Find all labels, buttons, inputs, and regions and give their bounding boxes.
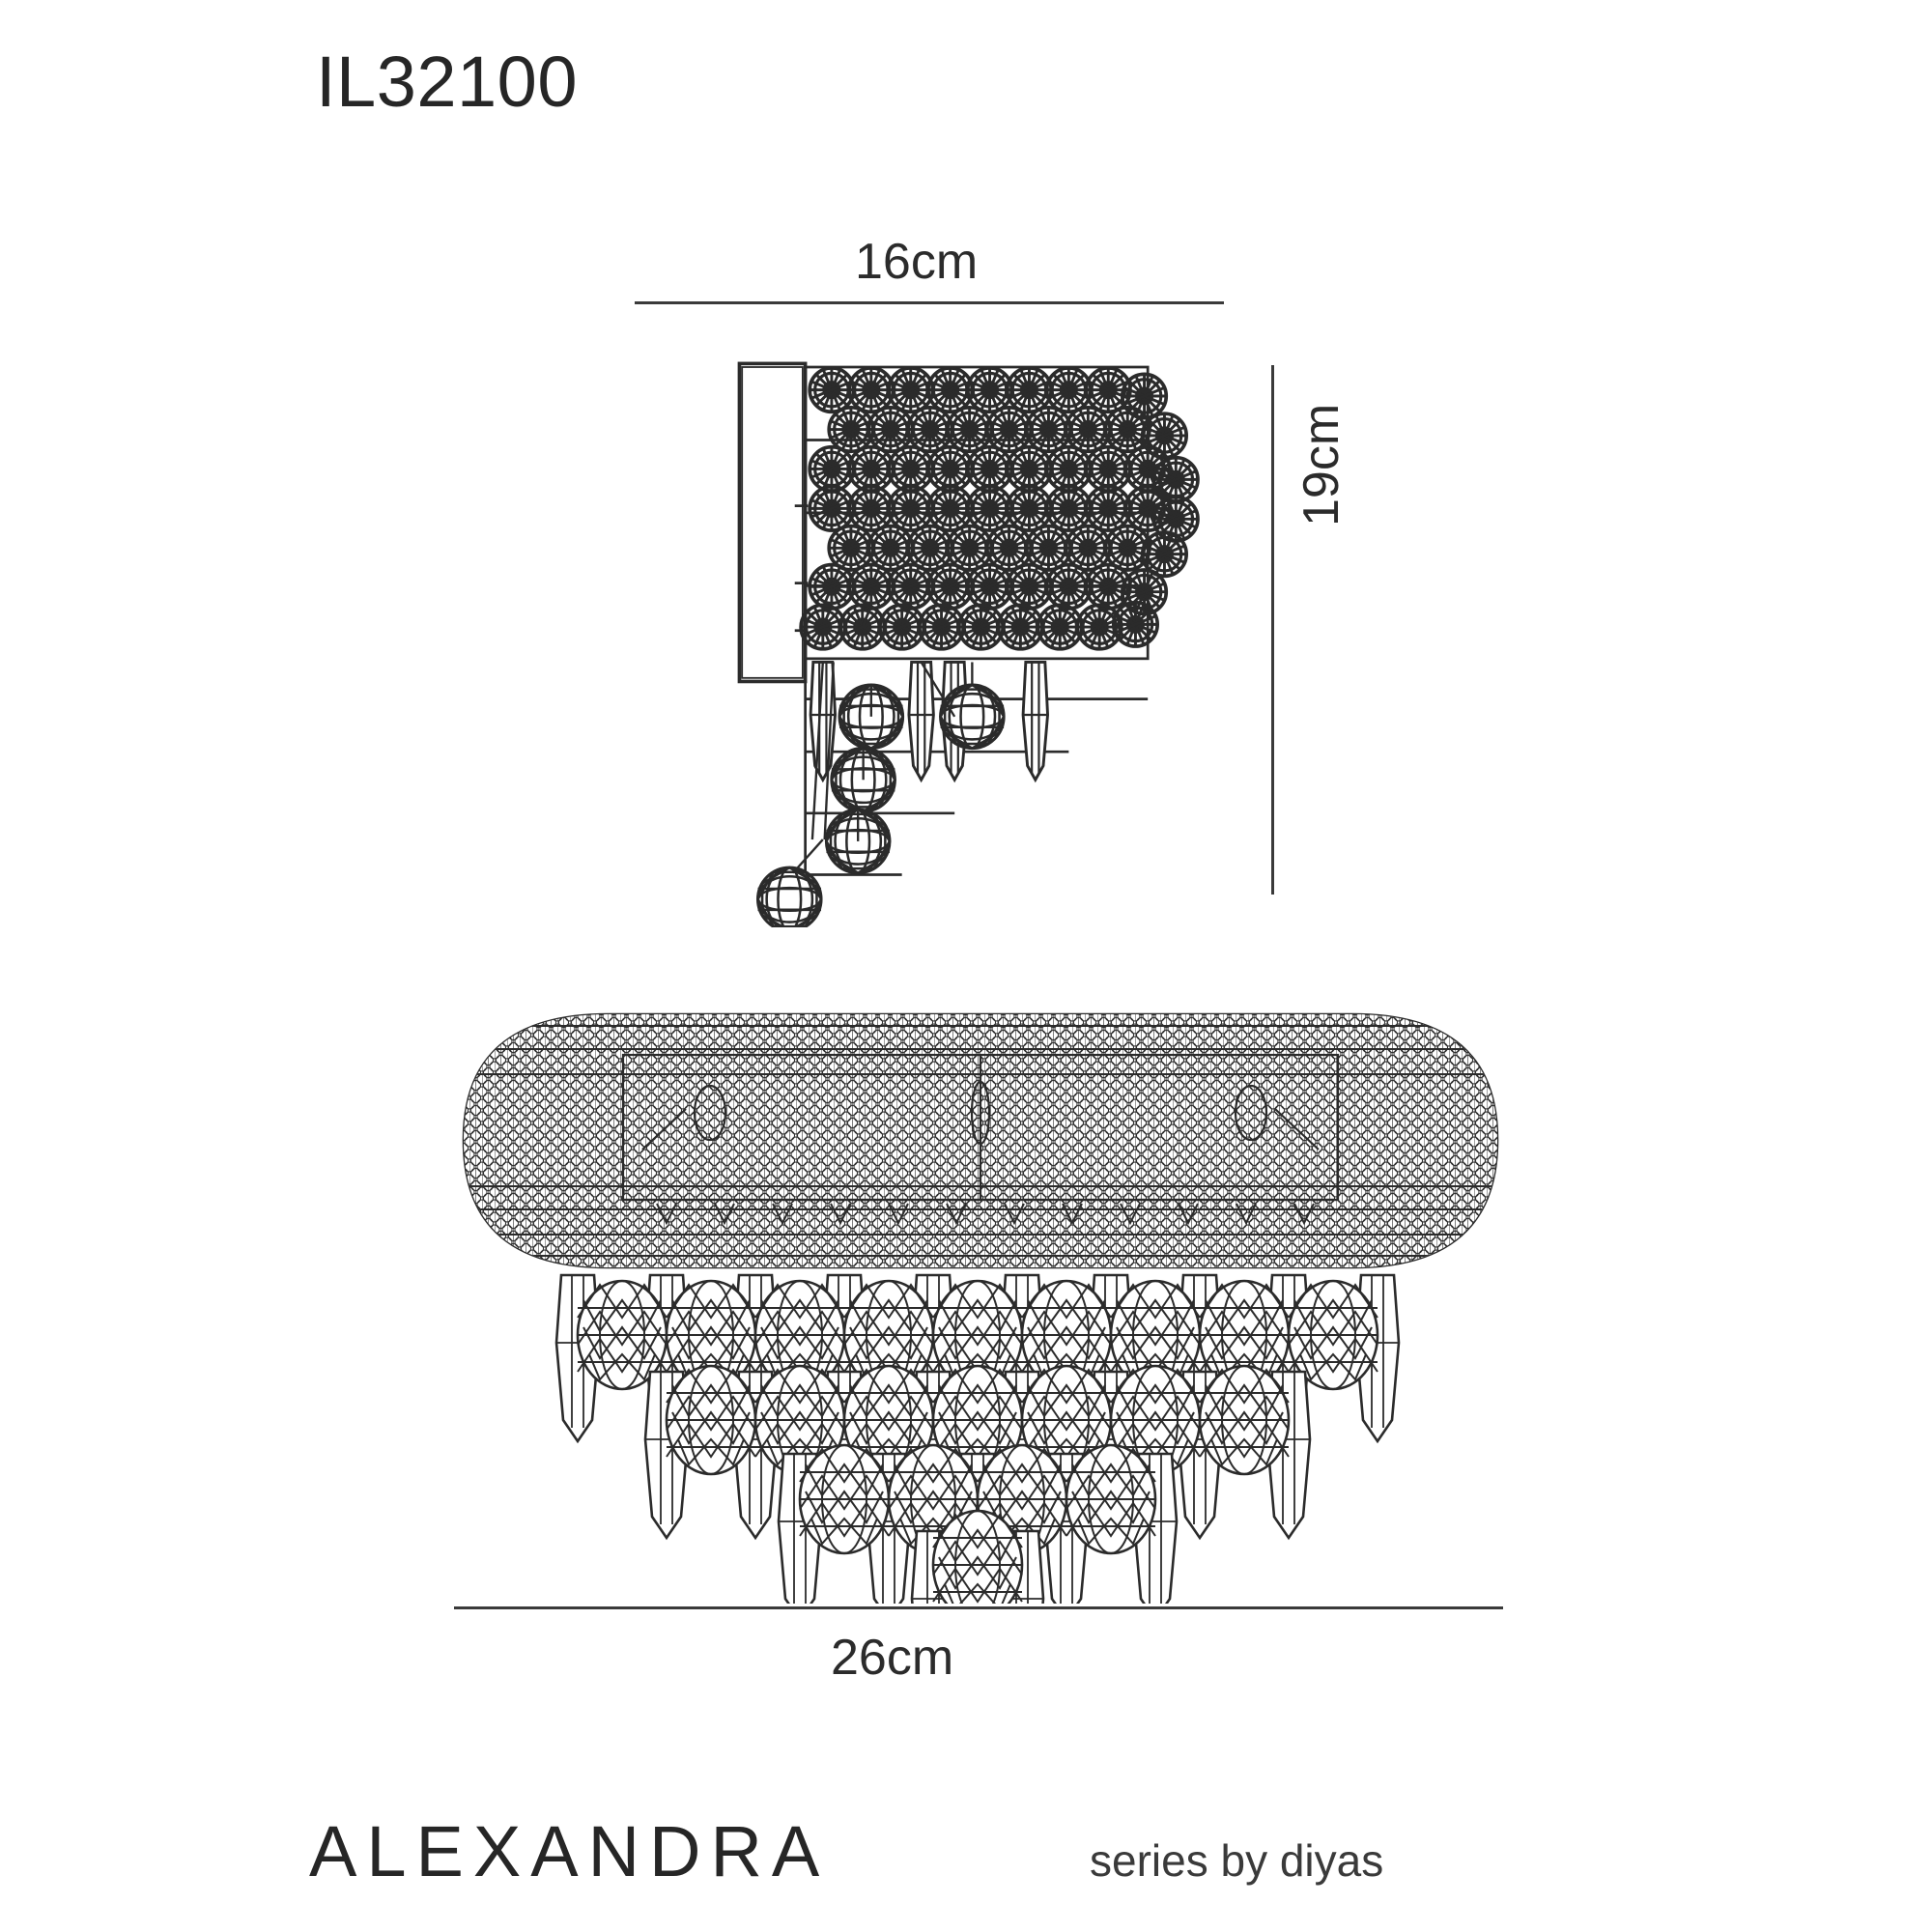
crystal-drop xyxy=(907,661,935,781)
dimension-label-height: 19cm xyxy=(1293,403,1350,526)
crystal-drum-body xyxy=(462,1012,1499,1269)
series-name: ALEXANDRA xyxy=(309,1811,830,1891)
dimension-line-top-width xyxy=(635,301,1224,304)
side-elevation-drawing xyxy=(580,348,1294,927)
wall-mount-plate xyxy=(737,361,808,684)
crystal-ball xyxy=(756,866,823,927)
dimension-label-top-width: 16cm xyxy=(855,234,979,290)
side-elevation-svg xyxy=(737,361,1200,927)
page-title: IL32100 xyxy=(316,42,578,122)
hanging-crystal-cluster xyxy=(756,661,1049,927)
dimension-line-height xyxy=(1271,365,1274,895)
front-elevation-svg xyxy=(462,1012,1499,1604)
crystal-bead-field xyxy=(799,366,1200,651)
dimension-line-bottom-width xyxy=(454,1606,1503,1609)
front-elevation-drawing xyxy=(444,966,1517,1604)
crystal-ball xyxy=(939,683,1006,751)
brand-byline: series by diyas xyxy=(1090,1835,1384,1886)
crystal-drop xyxy=(1021,661,1049,781)
dimension-label-bottom-width: 26cm xyxy=(831,1630,954,1686)
